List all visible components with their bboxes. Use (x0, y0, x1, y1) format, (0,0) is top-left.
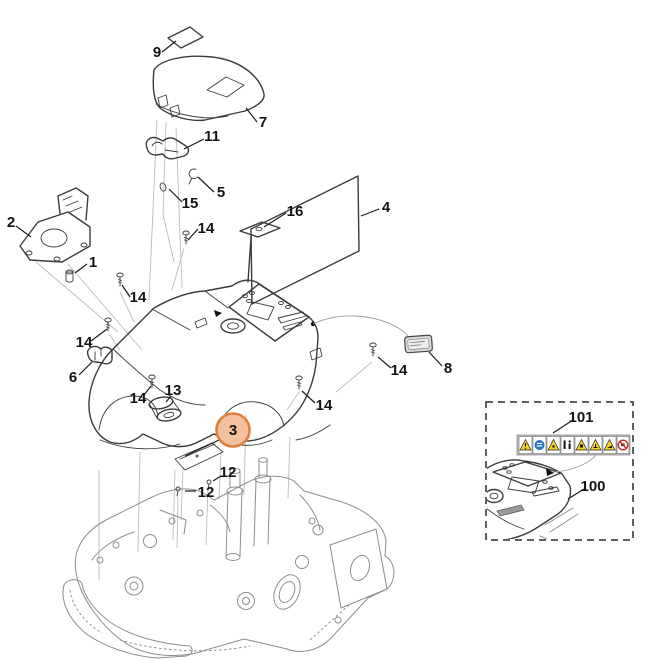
part-16-lever (239, 221, 281, 283)
upper-housing-drawing (88, 279, 411, 450)
prohibition-circle-icon (616, 436, 630, 454)
callout-1[interactable]: 1 (89, 254, 97, 271)
callout-14-f[interactable]: 14 (391, 362, 408, 379)
screw-12-icon (206, 479, 212, 490)
callout-8[interactable]: 8 (444, 360, 452, 377)
screw-14-icon (295, 375, 303, 390)
callout-9[interactable]: 9 (153, 44, 161, 61)
screw-14-icon (148, 374, 156, 389)
part-100-housing-view (487, 453, 598, 539)
part-1-grommet (65, 269, 74, 283)
screw-14-icon (116, 272, 124, 287)
part-5-clip (188, 168, 198, 185)
callout-101[interactable]: 101 (568, 409, 593, 426)
label-pointer-curve (552, 453, 598, 473)
part-13-grommet-holder (148, 396, 182, 422)
part-7-hood (152, 55, 265, 122)
callout-100[interactable]: 100 (580, 478, 605, 495)
manual-pictogram-icon (560, 436, 575, 454)
callout-16[interactable]: 16 (287, 203, 304, 220)
screw-12-icon (175, 486, 181, 497)
screw-14-icon (369, 342, 377, 357)
front-grille (496, 504, 525, 517)
exclamation-triangle-icon (518, 436, 533, 454)
lower-chassis-drawing (62, 457, 395, 659)
screw-14-icon (104, 317, 112, 332)
callout-14-d[interactable]: 14 (130, 390, 147, 407)
read-manual-blue-icon (532, 436, 547, 454)
callout-7[interactable]: 7 (259, 114, 267, 131)
callout-2[interactable]: 2 (7, 214, 15, 231)
callout-14-e[interactable]: 14 (316, 397, 333, 414)
callout-6[interactable]: 6 (69, 369, 77, 386)
part-14-screws (104, 230, 377, 390)
label-position-arrow-icon (546, 468, 554, 476)
callout-14-b[interactable]: 14 (130, 289, 147, 306)
callout-5[interactable]: 5 (217, 184, 225, 201)
warning-triangle-icon (602, 436, 617, 454)
position-arrow-icon (214, 310, 222, 317)
screw-14-icon (182, 230, 190, 245)
part-15-pin (159, 182, 167, 192)
part-2-bracket-plate (19, 187, 91, 263)
callout-14-a[interactable]: 14 (198, 220, 215, 237)
part-9-sticker (167, 26, 204, 49)
callout-15[interactable]: 15 (182, 195, 199, 212)
part-8-nameplate (404, 334, 433, 354)
warning-triangle-icon (588, 436, 603, 454)
part-101-warning-label (516, 434, 631, 456)
callout-12-a[interactable]: 12 (220, 464, 237, 481)
callout-4[interactable]: 4 (382, 199, 391, 216)
callout-labels: 9 7 11 5 15 14 16 4 2 1 14 14 6 14 13 14… (7, 44, 606, 501)
part-11-bracket (145, 136, 190, 160)
part-3-label-plate (174, 442, 224, 471)
alignment-guide-lines (35, 119, 373, 580)
inset-dashed-border (485, 401, 634, 541)
warning-triangle-icon (546, 436, 561, 454)
inset-detail-box (485, 401, 634, 541)
part-6-clamp (86, 345, 113, 365)
leader-lines (15, 40, 585, 500)
part-12-screws (175, 479, 212, 497)
part-4-foil-panel (250, 175, 360, 305)
highlighted-callout-marker[interactable] (215, 412, 251, 448)
callout-12-b[interactable]: 12 (198, 484, 215, 501)
callout-14-c[interactable]: 14 (76, 334, 93, 351)
callout-3-highlighted[interactable]: 3 (229, 422, 237, 439)
warning-triangle-icon (574, 436, 589, 454)
callout-13[interactable]: 13 (165, 382, 182, 399)
callout-11[interactable]: 11 (204, 128, 220, 145)
